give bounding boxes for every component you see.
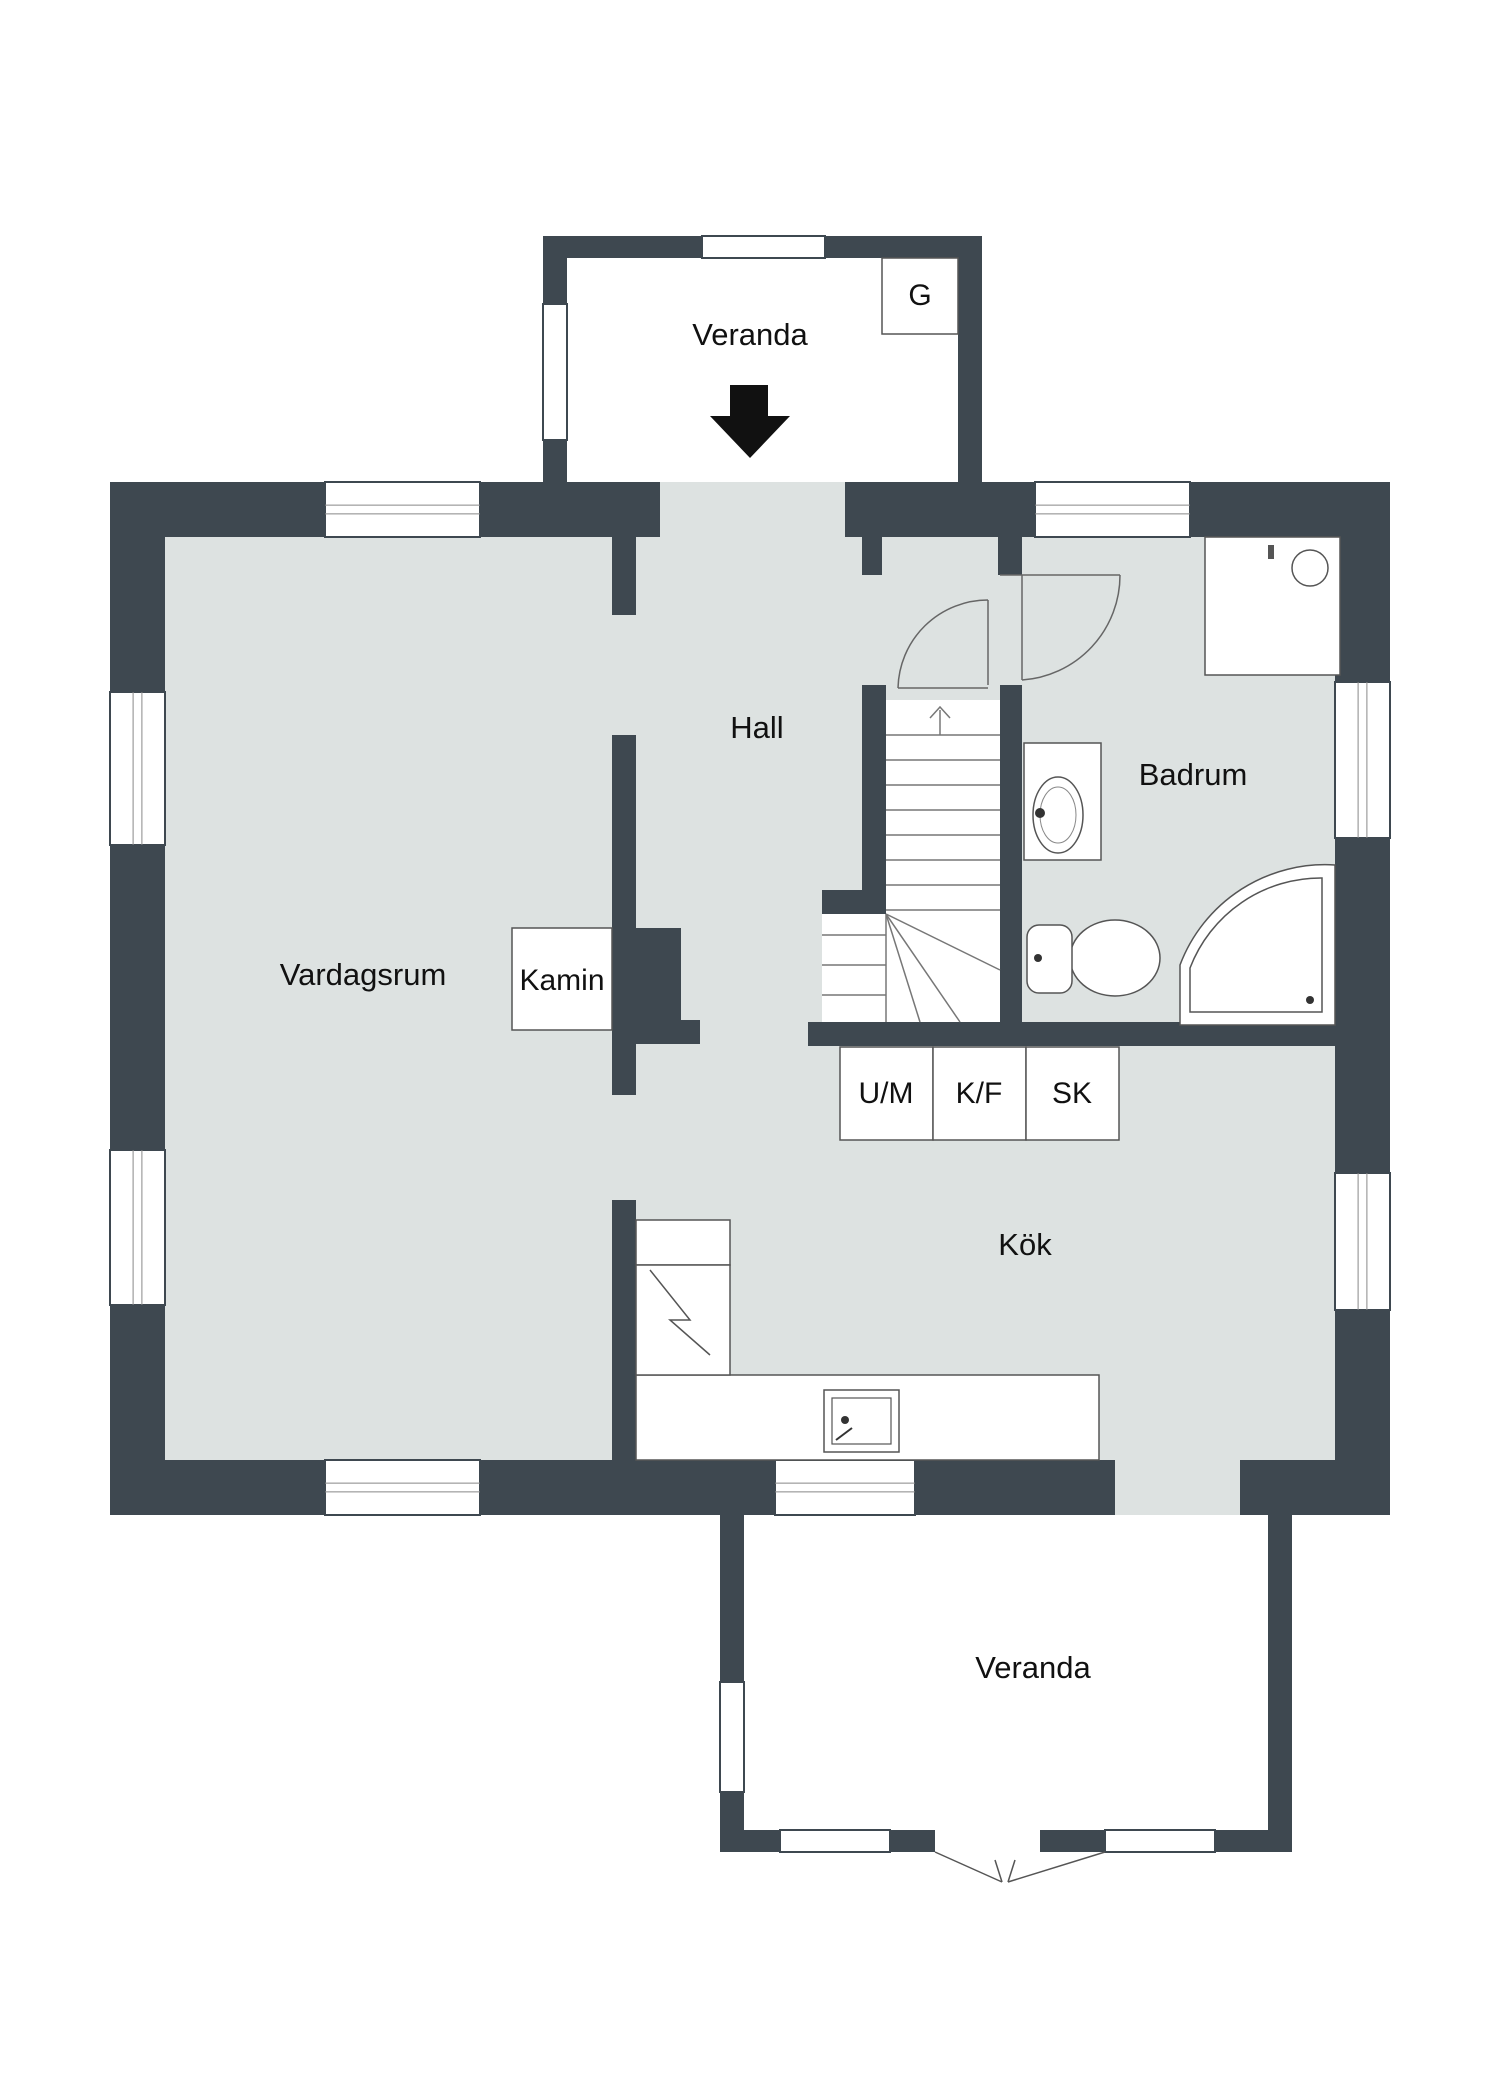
window-bottom-kitchen [774, 1459, 916, 1516]
label-kok: Kök [998, 1227, 1052, 1262]
kitchen-fixtures [635, 1046, 1120, 1461]
label-g: G [908, 279, 931, 312]
window-top-right [1034, 481, 1191, 538]
labels: Veranda G Hall Badrum Vardagsrum Kamin U… [280, 279, 1248, 1685]
window-left-lower [109, 1149, 166, 1306]
stairs-icon [822, 700, 1001, 1023]
fireplace-icon [511, 927, 613, 1031]
appliance-row [839, 1046, 1120, 1141]
floor-entry-gap [660, 482, 845, 537]
stove-icon [635, 1219, 731, 1376]
window-left-upper [109, 691, 166, 846]
windows [109, 481, 1391, 1516]
bathtub-icon [1179, 863, 1336, 1026]
toilet-icon [1026, 919, 1161, 997]
label-kamin: Kamin [519, 964, 604, 997]
floor-kitchen-exit [1115, 1455, 1240, 1515]
window-bottom-left [324, 1459, 481, 1516]
window-right-lower [1334, 1172, 1391, 1311]
window-right-upper [1334, 681, 1391, 839]
g-box [881, 257, 959, 335]
arrow-down-icon [710, 385, 790, 458]
bath-door-icon [1000, 574, 1121, 681]
sink-icon [823, 1389, 900, 1453]
label-vardagsrum: Vardagsrum [280, 957, 447, 992]
shower-icon [1204, 536, 1341, 676]
label-sk: SK [1052, 1077, 1092, 1110]
veranda-bottom-structure [719, 1515, 1292, 1883]
label-veranda-top: Veranda [692, 317, 808, 352]
hall-door-icon [897, 599, 989, 689]
walls [110, 482, 1390, 1515]
label-veranda-bottom: Veranda [975, 1650, 1091, 1685]
floor-areas [165, 482, 1335, 1515]
doors [897, 574, 1121, 689]
double-door-icon [934, 1851, 1106, 1883]
bathroom-fixtures [1023, 536, 1341, 1026]
label-um: U/M [859, 1077, 914, 1110]
label-badrum: Badrum [1139, 757, 1248, 792]
floor-vardagsrum [165, 535, 1335, 1460]
window-top-left [324, 481, 481, 538]
washbasin-icon [1023, 742, 1102, 861]
label-kf: K/F [956, 1077, 1003, 1110]
veranda-top-structure [542, 235, 982, 484]
label-hall: Hall [730, 710, 783, 745]
